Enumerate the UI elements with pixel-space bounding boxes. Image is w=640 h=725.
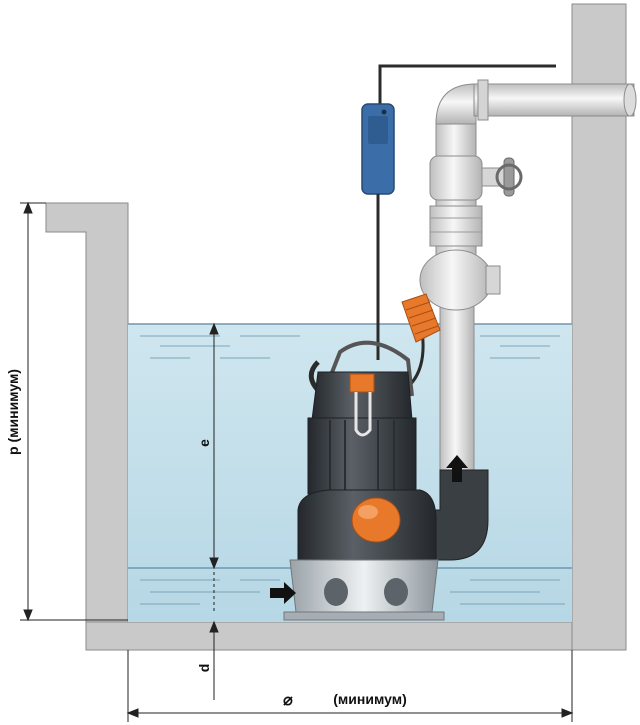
control-box <box>361 64 556 360</box>
flow-arrow-right <box>270 582 296 604</box>
submersible-pump <box>270 340 445 621</box>
label-e: e <box>196 439 212 447</box>
pit-floor <box>85 621 627 651</box>
label-diameter-symbol: ⌀ <box>283 692 293 709</box>
label-p-min: p (минимум) <box>5 369 21 455</box>
label-width-min: (минимум) <box>333 691 406 707</box>
flow-arrow-up <box>446 455 468 482</box>
dimension-lines <box>20 201 574 722</box>
water-ripples <box>140 335 565 605</box>
discharge-pipe <box>419 79 637 561</box>
left-wall <box>45 202 129 623</box>
label-d: d <box>196 664 212 673</box>
